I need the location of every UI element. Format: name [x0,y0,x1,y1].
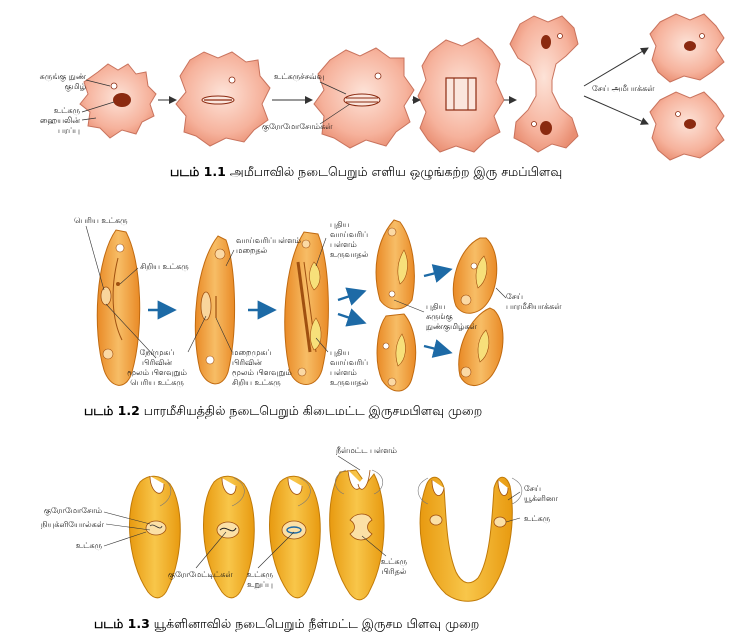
daughter-paramecium-top [452,237,498,314]
nucleus [216,521,240,539]
label-oral-groove-disappears: வாய்வரிப்பள்ளம் மறைதல் [236,236,301,255]
label-chromatids: குரோமேட்டிட்கள் [168,570,233,579]
nucleus [540,121,552,135]
new-oral-groove [309,261,321,291]
figure-amoeba [79,13,725,161]
paramecium-cell-1 [96,229,141,386]
label-new-contractile-vacuoles: புதிய சுருங்கு நுண்குமிழ்கள் [426,302,477,331]
label-chromosomes: குரோமோசோம்கள் [262,122,333,131]
caption-figure-1: படம் 1.1 அமீபாவில் நடைபெறும் எளிய ஒழுங்க… [170,164,562,181]
arrow [423,339,453,358]
label-daughter-amoebae: சேய் அமீபாக்கள் [592,84,655,93]
label-daughter-paramecia: சேய் பாரமீசியாக்கள் [506,292,562,311]
macronucleus-dividing [200,291,212,321]
label-new-oral-groove-top: புதிய வாய்வரிப் பள்ளம் உருவாதல் [330,220,369,259]
label-nucleus-pinching: உட்கரு உறுப்பு [246,570,274,589]
label-macronucleus: பெரிய உட்கரு [74,216,128,225]
label-nucleus-right: உட்கரு [524,514,551,523]
caption-number: படம் 1.1 [170,164,226,179]
label-nuclear-division: உட்கருச்சவ்வு [274,72,325,81]
arrow [337,287,367,306]
caption-text: பாரமீசியத்தில் நடைபெறும் கிடைமட்ட இருசமப… [143,403,483,418]
nucleus-dividing [349,513,373,541]
label-nucleus-divides: உட்கரு பிரிதல் [380,557,408,576]
nucleus [145,520,167,536]
label-amitosis-macro: நேர்முகப் பிரிவின் மூலம் பிளவுறும் பெரிய… [127,348,187,387]
paramecium-cell-4-top [375,219,415,310]
caption-number: படம் 1.3 [94,616,150,631]
nucleus-dividing [343,93,381,107]
label-longitudinal-groove: நீள்மட்ட பள்ளம் [336,446,397,455]
amoeba-cell-5 [509,15,579,153]
caption-text: அமீபாவில் நடைபெறும் எளிய ஒழுங்கற்ற இரு ச… [229,164,563,179]
label-daughter-euglena: சேய் யூக்ளினா [524,484,558,503]
caption-number: படம் 1.2 [84,403,140,418]
nucleus [541,35,551,49]
caption-figure-3: படம் 1.3 யூக்ளினாவில் நடைபெறும் நீள்மட்ட… [94,616,479,633]
label-mitosis-micro: மறைமுகப் பிரிவின் மூலம் பிளவுறும் சிறிய … [232,348,292,387]
contractile-vacuole [228,76,236,84]
caption-text: யூக்ளினாவில் நடைபெறும் நீள்மட்ட இருசம பி… [153,616,480,631]
label-nucleoli: நியுக்ளியோல்கள் [40,520,104,529]
nucleus [684,119,696,129]
label-nucleus-membrane: உட்கரு ஹையலின் பரப்பு [39,106,80,135]
nucleus [281,520,307,540]
figure-euglena [103,455,523,602]
arrow [423,264,453,283]
label-nucleus: உட்கரு [75,541,102,550]
label-chromosome: குரோமோசோம் [43,506,102,515]
nucleus [684,41,696,51]
nucleus [113,93,131,107]
macronucleus [100,286,112,306]
paramecium-cell-2 [194,235,236,385]
caption-figure-2: படம் 1.2 பாரமீசியத்தில் நடைபெறும் கிடைமட… [84,403,482,420]
nucleus [429,514,443,526]
contractile-vacuole [374,72,382,80]
nucleus [493,516,507,528]
label-new-oral-groove-bottom: புதிய வாய்வரிப் பள்ளம் உருவாதல் [330,348,369,387]
arrow [583,47,649,87]
label-micronucleus: சிறிய உட்கரு [140,262,189,271]
contractile-vacuole [110,82,118,90]
euglena-cell-5 [419,476,513,602]
micronucleus [116,282,120,286]
nucleus-separating [445,77,477,111]
label-contractile-vacuole: சுருங்கு நுண் குமிழ் [39,72,86,91]
arrow [337,308,367,327]
figure-paramecium [85,219,507,392]
arrow [583,95,649,125]
